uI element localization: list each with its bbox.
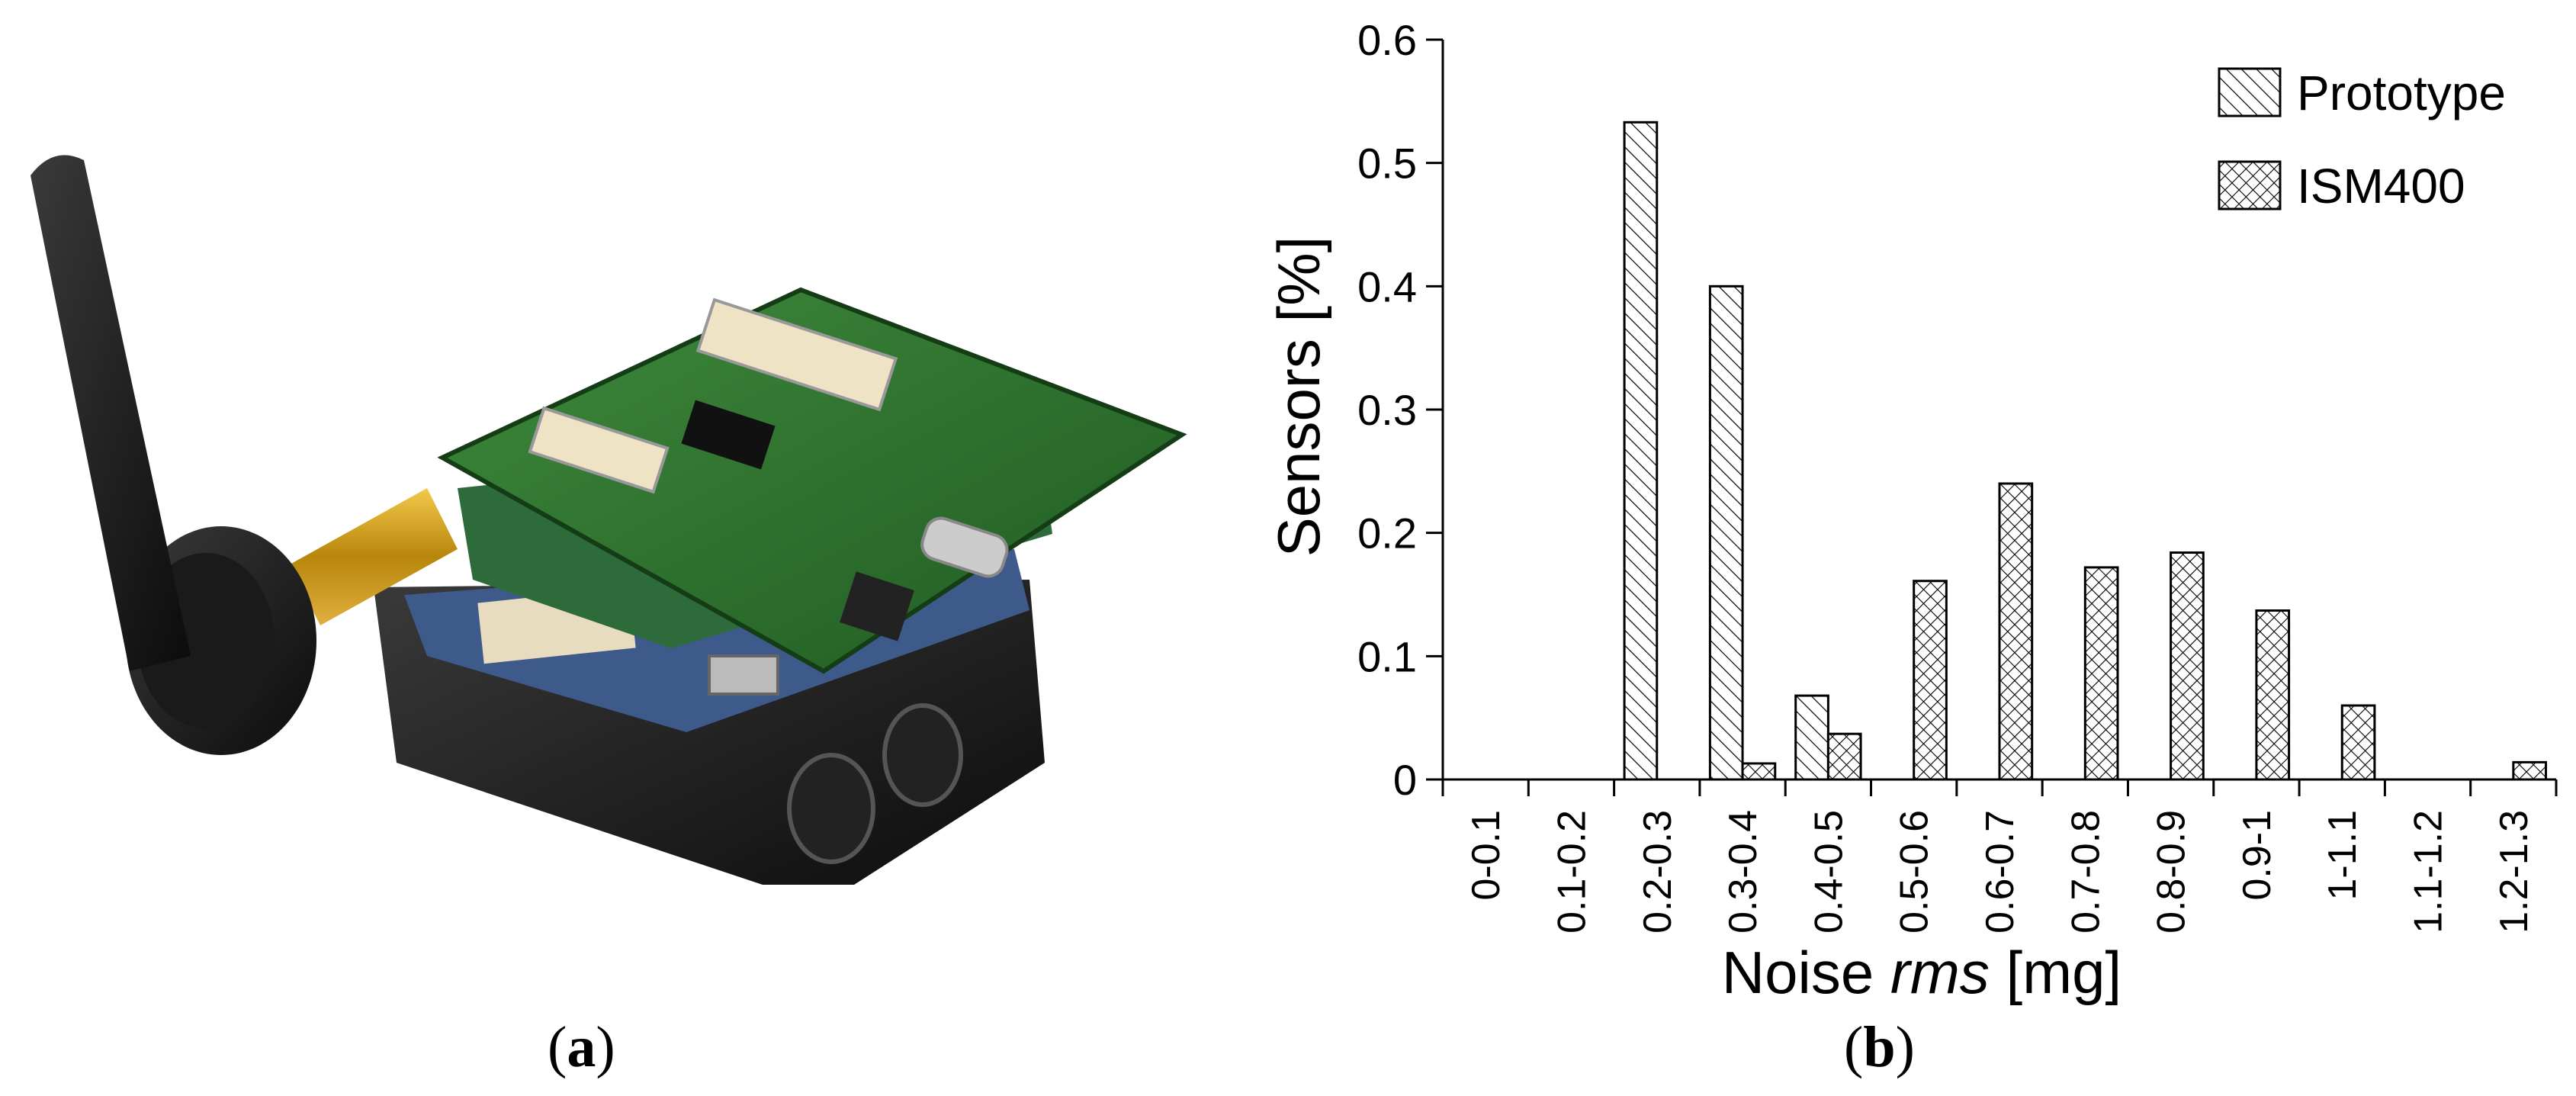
top-pcb [437, 287, 1187, 674]
x-tick-label: 0.1-0.2 [1550, 810, 1594, 934]
pcb-header-pins [840, 571, 914, 641]
bar-ism400-0.8-0.9 [2170, 551, 2205, 781]
y-tick-label: 0.1 [1357, 632, 1417, 680]
x-tick-label: 1-1.1 [2321, 810, 2365, 901]
pcb-connector-1 [695, 297, 898, 412]
x-tick-label: 1.2-1.3 [2492, 810, 2536, 934]
bar-ism400-1-1.1 [2340, 704, 2376, 781]
x-tick-label: 0.4-0.5 [1807, 810, 1851, 934]
y-tick-label: 0.5 [1357, 140, 1417, 188]
bar-ism400-0.9-1 [2255, 609, 2291, 781]
battery-cell-1 [787, 753, 875, 864]
x-tick-label: 0-0.1 [1464, 810, 1508, 901]
x-tick-label: 0.5-0.6 [1893, 810, 1937, 934]
x-tick-label: 0.2-0.3 [1636, 810, 1680, 934]
bar-ism400-0.7-0.8 [2083, 566, 2119, 781]
battery-cell-2 [882, 703, 963, 807]
pcb-chip [681, 400, 776, 470]
bars-group [1623, 121, 2548, 781]
bar-ism400-0.3-0.4 [1741, 762, 1777, 781]
x-tick-label: 0.7-0.8 [2064, 810, 2108, 934]
y-tick-label: 0.2 [1357, 509, 1417, 558]
x-tick-label: 0.8-0.9 [2150, 810, 2194, 934]
x-tick-label: 0.9-1 [2235, 810, 2279, 901]
legend-swatch-prototype [2218, 67, 2282, 117]
bar-prototype-0.4-0.5 [1794, 694, 1829, 781]
sensor-board-illustration [31, 155, 1187, 885]
axes-group: 0 0.1 0.2 0.3 0.4 0.5 0.6 0-0.1 0.1-0.2 0.2-0.3 0.… [1357, 16, 2558, 934]
legend-swatch-ism400 [2218, 160, 2282, 211]
antenna [31, 155, 191, 672]
pcb-crystal [920, 516, 1009, 578]
x-tick-label: 1.1-1.2 [2407, 810, 2451, 934]
y-tick-label: 0 [1393, 756, 1417, 804]
y-axis-label: Sensors [%] [1265, 236, 1332, 558]
y-tick-label: 0.3 [1357, 386, 1417, 434]
sensor-board-photo [0, 0, 1220, 992]
x-tick-label: 0.3-0.4 [1721, 810, 1765, 934]
noise-histogram: 0 0.1 0.2 0.3 0.4 0.5 0.6 0-0.1 0.1-0.2 0.2-0.3 0.… [1251, 0, 2576, 1022]
legend-label-ism400: ISM400 [2297, 159, 2465, 214]
bar-ism400-0.4-0.5 [1826, 732, 1862, 781]
legend-label-prototype: Prototype [2297, 66, 2506, 121]
x-tick-label: 0.6-0.7 [1978, 810, 2022, 934]
bar-ism400-1.2-1.3 [2512, 760, 2548, 781]
bar-prototype-0.2-0.3 [1623, 121, 1659, 781]
chart-svg: 0 0.1 0.2 0.3 0.4 0.5 0.6 0-0.1 0.1-0.2 0.2-0.3 0.… [1265, 16, 2558, 1006]
bar-ism400-0.5-0.6 [1913, 580, 1948, 781]
bar-ism400-0.6-0.7 [1998, 482, 2034, 781]
sma-connector [290, 488, 458, 625]
caption-b: (b) [1844, 1015, 1915, 1079]
pcb-connector-2 [528, 406, 670, 494]
x-axis-label: Noise rms [mg] [1722, 939, 2122, 1006]
usb-port [708, 654, 779, 696]
bar-prototype-0.3-0.4 [1708, 284, 1744, 781]
y-tick-label: 0.4 [1357, 262, 1417, 310]
y-tick-label: 0.6 [1357, 16, 1417, 64]
caption-a: (a) [548, 1015, 615, 1079]
